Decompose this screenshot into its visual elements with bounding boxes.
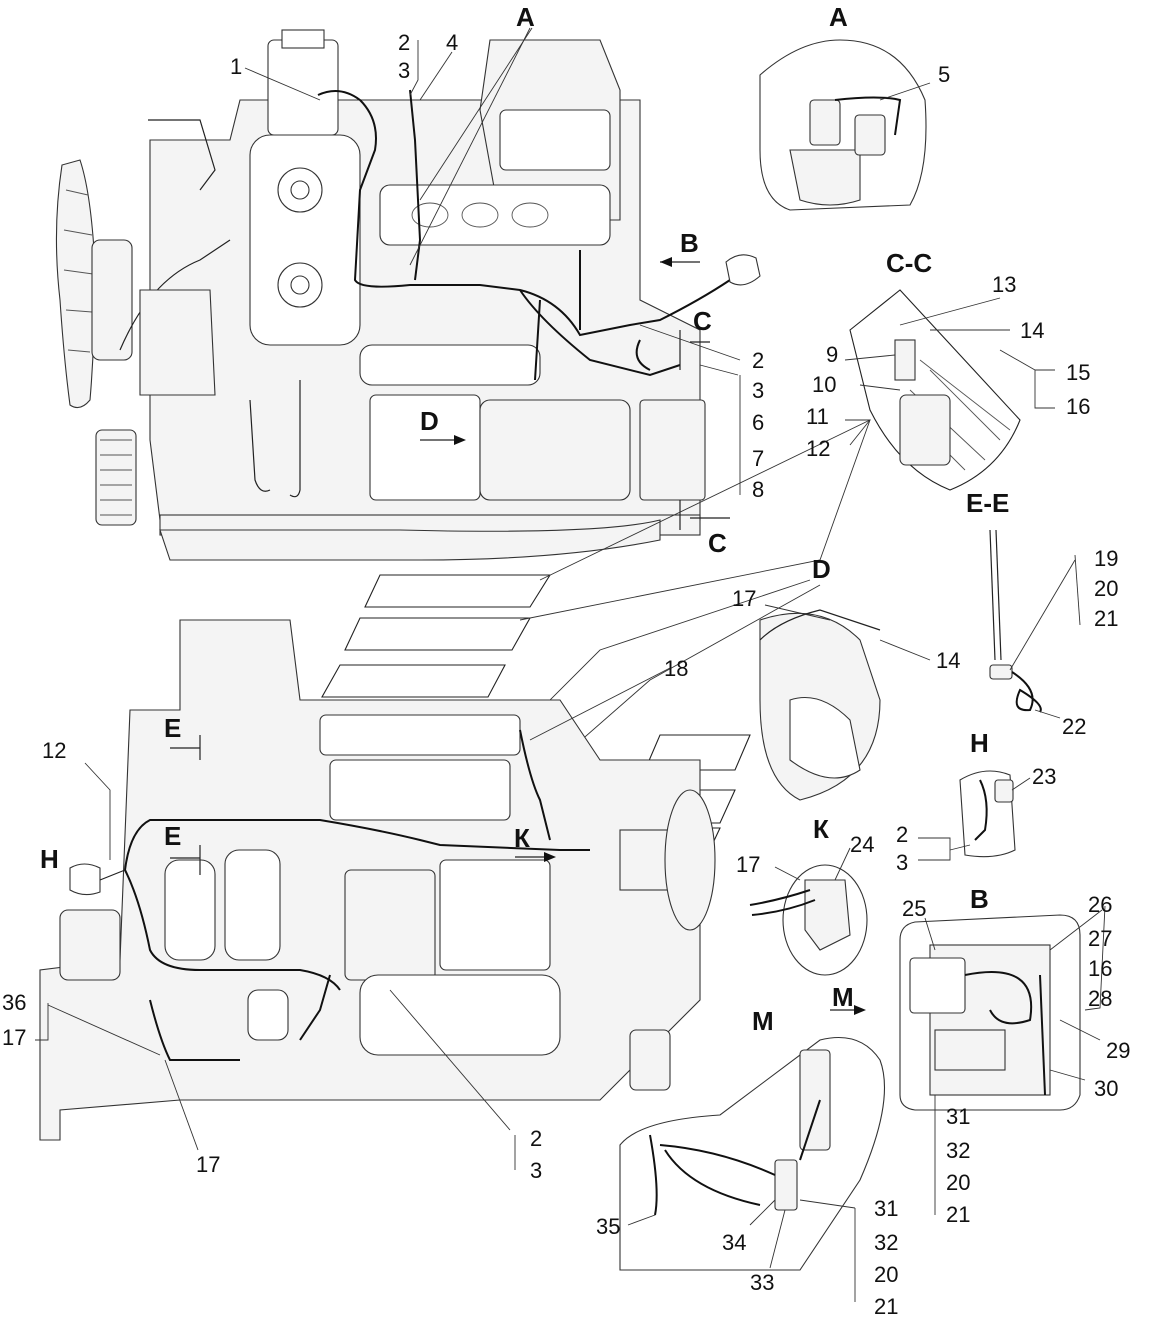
title-K-main: К xyxy=(514,823,530,853)
inset-K xyxy=(749,864,868,976)
title-D-view: D xyxy=(812,554,831,584)
inset-EE xyxy=(989,529,1042,713)
callout-19: 19 xyxy=(1094,546,1118,571)
title-C-top: C xyxy=(693,306,712,336)
title-EE: E-E xyxy=(966,488,1009,518)
callout-17: 17 xyxy=(196,1152,220,1177)
title-B-inset: B xyxy=(970,884,989,914)
callout-22: 22 xyxy=(1062,714,1086,739)
callout-9: 9 xyxy=(826,342,838,367)
title-A-inset: A xyxy=(829,2,848,32)
inset-CC xyxy=(849,289,1021,491)
callout-3: 3 xyxy=(530,1158,542,1183)
bottom-engine-view xyxy=(39,619,716,1141)
title-B-arrow: B xyxy=(680,228,699,258)
callout-16: 16 xyxy=(1088,956,1112,981)
top-engine-view xyxy=(55,27,761,561)
callout-17: 17 xyxy=(2,1025,26,1050)
callout-3: 3 xyxy=(896,850,908,875)
callout-14: 14 xyxy=(1020,318,1044,343)
title-K-inset: К xyxy=(813,814,829,844)
callout-31: 31 xyxy=(946,1104,970,1129)
title-D-main: D xyxy=(420,406,439,436)
callout-8: 8 xyxy=(752,477,764,502)
section-title-labels: A A B B C-C C C D D E-E E E H H К К M M xyxy=(40,2,1009,1036)
callout-20: 20 xyxy=(946,1170,970,1195)
callout-24: 24 xyxy=(850,832,874,857)
callout-34: 34 xyxy=(722,1230,746,1255)
callout-23: 23 xyxy=(1032,764,1056,789)
callout-21: 21 xyxy=(1094,606,1118,631)
callout-5: 5 xyxy=(938,62,950,87)
callout-17: 17 xyxy=(736,852,760,877)
title-M-arrow: M xyxy=(832,982,854,1012)
callout-18: 18 xyxy=(664,656,688,681)
inset-A xyxy=(759,39,927,211)
callout-32: 32 xyxy=(946,1138,970,1163)
callout-13: 13 xyxy=(992,272,1016,297)
title-E-upper: E xyxy=(164,713,181,743)
title-H-inset: H xyxy=(970,728,989,758)
callout-25: 25 xyxy=(902,896,926,921)
callout-27: 27 xyxy=(1088,926,1112,951)
callout-16: 16 xyxy=(1066,394,1090,419)
callout-35: 35 xyxy=(596,1214,620,1239)
callout-21: 21 xyxy=(874,1294,898,1319)
callout-20: 20 xyxy=(874,1262,898,1287)
callout-10: 10 xyxy=(812,372,836,397)
callout-12: 12 xyxy=(806,436,830,461)
callout-26: 26 xyxy=(1088,892,1112,917)
callout-31: 31 xyxy=(874,1196,898,1221)
fan xyxy=(55,159,96,409)
inset-D xyxy=(759,609,881,801)
leader-lines xyxy=(35,40,1106,1302)
callout-33: 33 xyxy=(750,1270,774,1295)
inset-B xyxy=(899,914,1081,1111)
callout-2: 2 xyxy=(896,822,908,847)
callout-21: 21 xyxy=(946,1202,970,1227)
callout-30: 30 xyxy=(1094,1076,1118,1101)
title-C-bottom: C xyxy=(708,528,727,558)
callout-11: 11 xyxy=(806,404,829,429)
inset-H xyxy=(959,770,1016,858)
callout-7: 7 xyxy=(752,446,764,471)
callout-28: 28 xyxy=(1088,986,1112,1011)
callout-3: 3 xyxy=(398,58,410,83)
callout-32: 32 xyxy=(874,1230,898,1255)
title-E-lower: E xyxy=(164,821,181,851)
callout-2: 2 xyxy=(530,1126,542,1151)
callout-17: 17 xyxy=(732,586,756,611)
callout-numbers: 1 2 3 4 5 2 3 6 7 8 9 10 11 12 13 14 15 … xyxy=(2,30,1130,1319)
callout-2: 2 xyxy=(752,348,764,373)
callout-36: 36 xyxy=(2,990,26,1015)
callout-15: 15 xyxy=(1066,360,1090,385)
title-A-main: A xyxy=(516,2,535,32)
callout-6: 6 xyxy=(752,410,764,435)
inset-M xyxy=(619,1005,885,1271)
callout-3: 3 xyxy=(752,378,764,403)
title-M-inset: M xyxy=(752,1006,774,1036)
callout-20: 20 xyxy=(1094,576,1118,601)
callout-2: 2 xyxy=(398,30,410,55)
title-H-left: H xyxy=(40,844,59,874)
callout-4: 4 xyxy=(446,30,458,55)
callout-14: 14 xyxy=(936,648,960,673)
callout-12: 12 xyxy=(42,738,66,763)
callout-29: 29 xyxy=(1106,1038,1130,1063)
title-CC: C-C xyxy=(886,248,932,278)
callout-1: 1 xyxy=(230,54,242,79)
